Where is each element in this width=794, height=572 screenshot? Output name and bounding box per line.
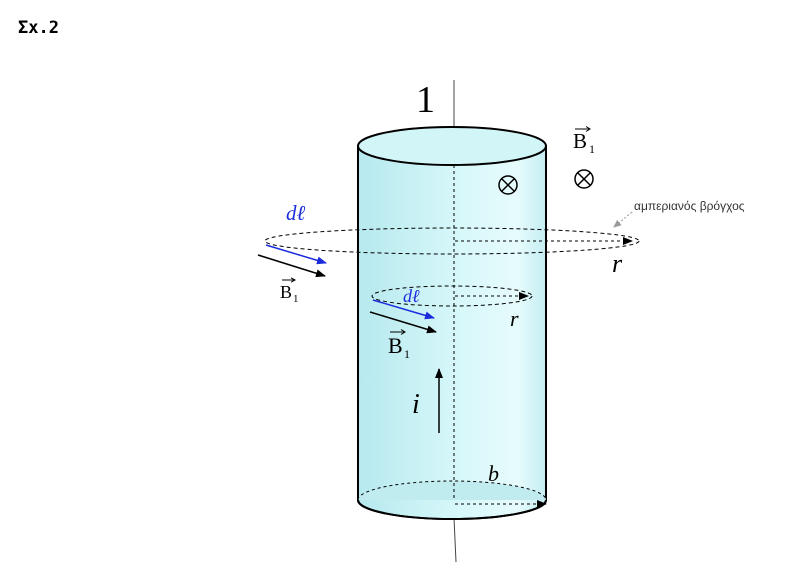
radius-outer-label: r xyxy=(612,249,623,278)
cylinder-bottom-front xyxy=(357,499,547,520)
figure-label: Σx.2 xyxy=(18,18,59,38)
b-field-label-left: B 1 xyxy=(280,277,299,305)
b-field-letter-inner: B xyxy=(388,333,403,358)
cylinder-body xyxy=(357,145,547,520)
cylinder-radius-label: b xyxy=(488,461,499,486)
cylinder-top xyxy=(357,126,547,166)
b-outer-vector xyxy=(257,254,326,278)
outer-amperian-loop xyxy=(264,227,640,255)
amperian-loop-pointer xyxy=(613,211,633,228)
b-field-subscript-left: 1 xyxy=(293,293,299,305)
b-field-subscript-outside: 1 xyxy=(589,142,595,156)
dl-inner-label: dℓ xyxy=(403,286,420,306)
axis-line-bottom xyxy=(453,517,457,563)
dl-inner-vector xyxy=(372,299,435,320)
b-field-label-outside: B 1 xyxy=(573,126,595,156)
dl-outer-vector xyxy=(265,244,327,265)
into-page-icon-outside xyxy=(574,169,594,189)
into-page-icon-inside xyxy=(498,175,518,195)
b-field-letter-outside: B xyxy=(573,129,587,153)
b-field-subscript-inner: 1 xyxy=(404,347,410,361)
axis-number-label: 1 xyxy=(416,79,435,121)
amperian-loop-label: αμπεριανός βρόγχος xyxy=(634,199,745,213)
current-label: i xyxy=(412,389,420,420)
radius-inner-label: r xyxy=(510,306,519,331)
dl-outer-label: dℓ xyxy=(286,201,306,225)
b-field-letter-left: B xyxy=(280,282,292,302)
inner-amperian-loop xyxy=(371,285,533,307)
b-field-label-inner: B 1 xyxy=(388,329,410,361)
cylinder-bottom-back xyxy=(357,480,547,501)
b-inner-vector xyxy=(369,311,437,334)
